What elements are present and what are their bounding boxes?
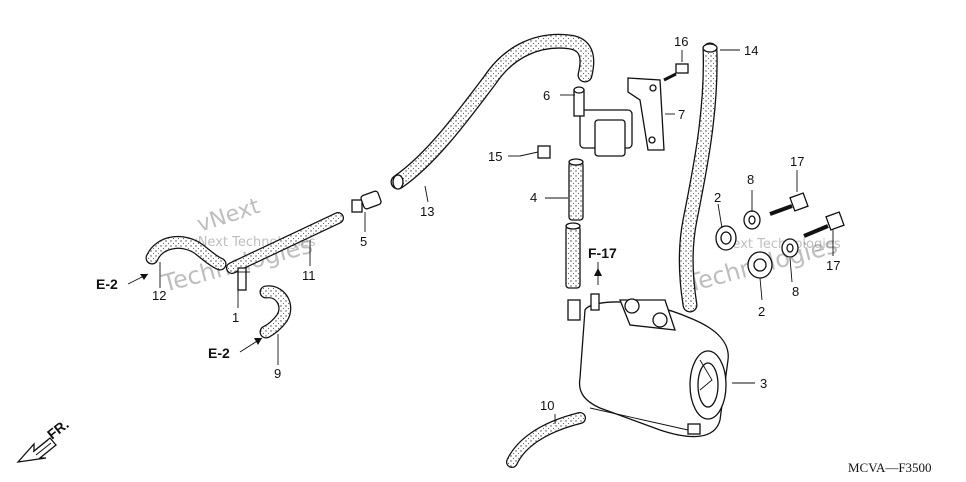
callout-2-upper: 2 (714, 190, 721, 205)
watermark-group: vNext vNext Technologies Technologies vN… (158, 194, 841, 298)
callout-1: 1 (232, 310, 239, 325)
callout-8-lower: 8 (792, 284, 799, 299)
bolt-17-lower (803, 211, 845, 238)
callout-12: 12 (152, 288, 166, 303)
callout-5: 5 (360, 234, 367, 249)
ref-arrow-e2-lower (239, 337, 263, 353)
callout-17-upper: 17 (790, 154, 804, 169)
callout-2-lower: 2 (758, 304, 765, 319)
callout-15: 15 (488, 149, 502, 164)
washer-8-upper (743, 210, 761, 230)
hose-4 (565, 158, 584, 289)
reference-labels: E-2 E-2 F-17 (96, 245, 617, 361)
callout-13: 13 (420, 204, 434, 219)
leader-lines (159, 49, 834, 431)
callout-17-lower: 17 (826, 258, 840, 273)
callout-10: 10 (540, 398, 554, 413)
callout-16: 16 (674, 34, 688, 49)
callout-3: 3 (760, 376, 767, 391)
hose-9 (259, 285, 292, 339)
grommet-2-lower (747, 251, 773, 279)
diagram-code: MCVA—F3500 (848, 460, 932, 475)
hose-13 (390, 33, 595, 190)
callout-6: 6 (543, 88, 550, 103)
hose-14 (678, 42, 718, 313)
bolt-15 (519, 145, 551, 159)
ref-arrow-f17 (594, 268, 602, 276)
hose-12 (145, 236, 227, 271)
ref-f17: F-17 (588, 245, 617, 261)
callout-8-upper: 8 (747, 172, 754, 187)
front-direction-label: FR. (44, 416, 72, 442)
ref-arrow-e2-upper (127, 273, 149, 285)
callout-labels: 1 2 2 3 4 5 6 7 8 8 9 10 11 12 13 14 15 … (152, 34, 840, 413)
callout-4: 4 (530, 190, 537, 205)
bolt-16 (663, 63, 689, 82)
hose-11 (226, 212, 344, 274)
watermark-text: vNext Technologies (715, 237, 841, 252)
callout-11: 11 (302, 268, 316, 283)
solenoid-valve (573, 77, 665, 157)
callout-14: 14 (744, 43, 758, 58)
hose-10 (506, 412, 586, 468)
ref-e2-lower: E-2 (208, 345, 230, 361)
bolt-17-upper (769, 192, 809, 216)
washer-8-lower (781, 238, 799, 258)
arrow-stripes (32, 439, 52, 456)
joint-5 (351, 190, 382, 213)
front-direction-arrow: FR. (16, 416, 72, 463)
canister-3 (567, 293, 729, 438)
callout-9: 9 (274, 366, 281, 381)
ref-e2-upper: E-2 (96, 276, 118, 292)
grommet-2-upper (715, 225, 737, 251)
callout-7: 7 (678, 107, 685, 122)
watermark-text: vNext (194, 194, 263, 238)
joint-1 (234, 267, 250, 291)
